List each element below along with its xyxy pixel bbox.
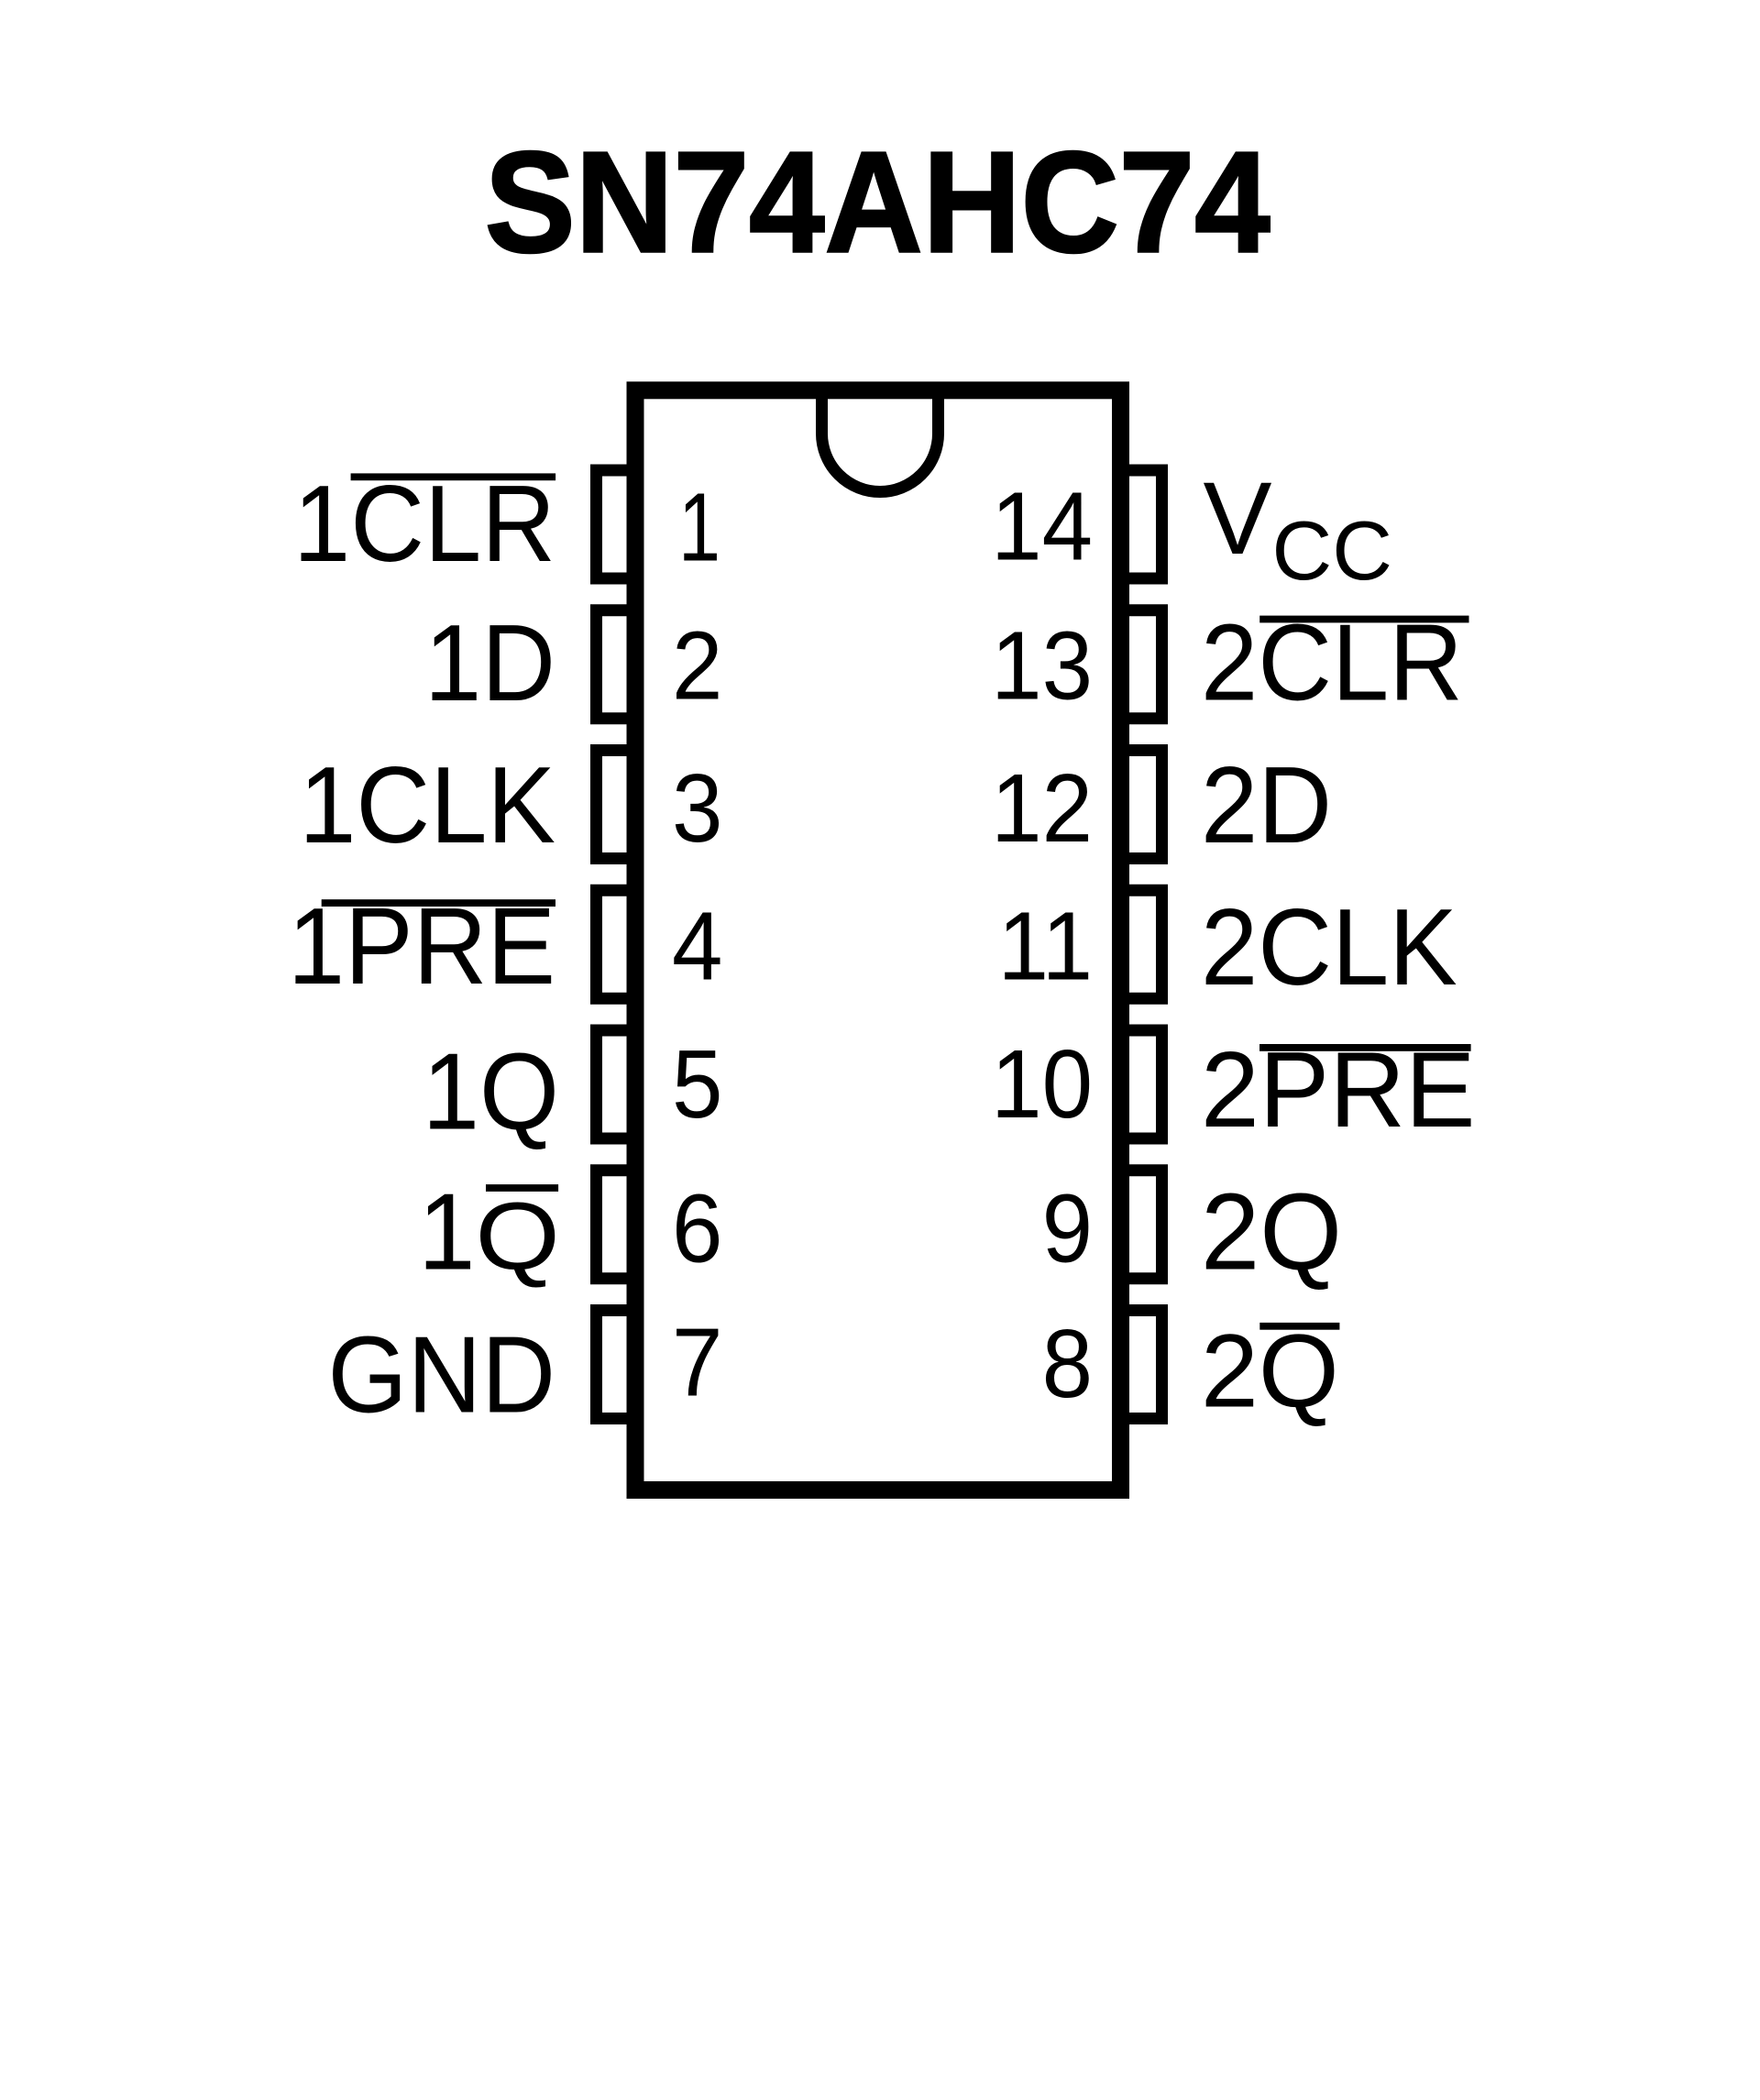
svg-text:3: 3 — [672, 753, 722, 863]
svg-text:7: 7 — [672, 1308, 722, 1417]
svg-text:9: 9 — [1042, 1174, 1093, 1283]
svg-text:2Q: 2Q — [1201, 1171, 1342, 1292]
svg-text:1: 1 — [678, 474, 720, 582]
svg-text:11: 11 — [998, 892, 1093, 1001]
svg-text:12: 12 — [991, 753, 1093, 863]
svg-text:2Q: 2Q — [1201, 1313, 1339, 1428]
svg-text:GND: GND — [327, 1314, 556, 1435]
svg-text:1: 1 — [418, 1171, 475, 1292]
svg-text:SN74AHC74: SN74AHC74 — [485, 123, 1270, 283]
svg-text:1CLK: 1CLK — [299, 744, 556, 866]
svg-text:1D: 1D — [424, 602, 556, 724]
svg-text:8: 8 — [1042, 1309, 1093, 1418]
svg-text:14: 14 — [991, 472, 1093, 581]
svg-text:13: 13 — [991, 611, 1093, 720]
svg-text:1CLR: 1CLR — [293, 463, 556, 585]
svg-text:5: 5 — [672, 1029, 722, 1138]
svg-text:CC: CC — [1272, 505, 1392, 598]
svg-text:6: 6 — [672, 1174, 722, 1283]
svg-text:V: V — [1204, 460, 1272, 576]
svg-text:10: 10 — [991, 1029, 1093, 1138]
svg-text:2: 2 — [672, 611, 722, 720]
svg-text:2CLK: 2CLK — [1201, 886, 1458, 1008]
svg-text:Q: Q — [475, 1182, 560, 1290]
svg-text:4: 4 — [672, 892, 722, 1001]
svg-text:1Q: 1Q — [423, 1030, 559, 1152]
svg-text:2D: 2D — [1201, 744, 1332, 866]
